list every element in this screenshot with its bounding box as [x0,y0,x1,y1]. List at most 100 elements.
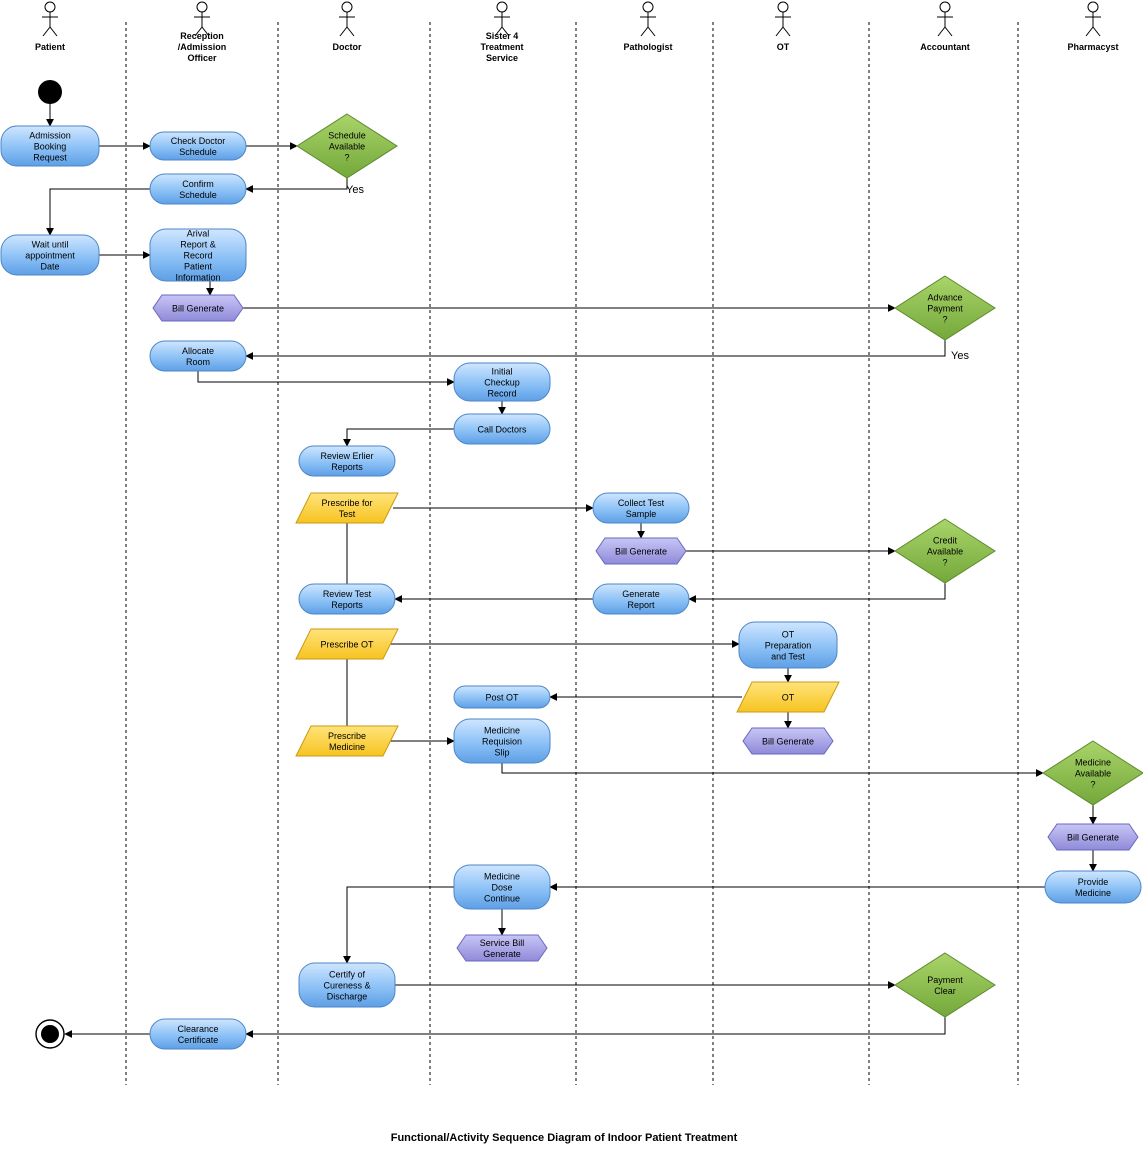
node-bill-gen-1: Bill Generate [152,294,244,322]
edge-label-schedule-yes: Yes [346,184,364,196]
lane-pathologist: Pathologist [624,1,673,52]
node-label: Bill Generate [762,737,814,747]
actor-icon [1085,1,1101,37]
node-prescribe-ot: Prescribe OT [295,628,399,660]
connector-arrow [245,340,946,360]
node-label: OT [782,693,795,703]
lane-label: Accountant [920,42,970,52]
node-label: Post OT [485,693,519,703]
lane-label: Doctor [333,42,362,52]
node-label: Prescribe OT [320,640,374,650]
actor-icon [494,1,510,37]
edge-label-advance-yes: Yes [951,350,969,362]
lane-label: OT [777,42,790,52]
connector-arrow [343,428,454,447]
connector-arrow [245,1017,946,1038]
node-bill-gen-2: Bill Generate [595,537,687,565]
start-node-icon [38,80,62,104]
actor-icon [640,1,656,37]
connector-arrow [46,188,150,236]
lane-pharmacyst: Pharmacyst [1067,1,1119,52]
connector-arrow [197,371,455,386]
node-post-ot: Post OT [453,685,551,709]
node-bill-gen-4: Bill Generate [1047,823,1139,851]
node-call-doctors: Call Doctors [453,413,551,445]
actor-icon [339,1,355,37]
end-node-icon [41,1025,59,1043]
diagram-title: Functional/Activity Sequence Diagram of … [391,1132,738,1144]
lane-patient: Patient [35,1,65,52]
connector-arrow [501,763,1044,777]
actor-icon [194,1,210,37]
lane-label: Pharmacyst [1067,42,1118,52]
lane-doctor: Doctor [333,1,362,52]
lane-ot: OT [775,1,791,52]
node-label: Bill Generate [1067,833,1119,843]
lane-label: Pathologist [624,42,673,52]
actor-icon [42,1,58,37]
node-end [35,1019,65,1049]
node-ot-io: OT [736,681,840,713]
node-start [38,80,62,104]
node-label: Bill Generate [615,547,667,557]
node-label: Call Doctors [477,425,527,435]
connector-arrow [688,583,946,603]
actor-icon [775,1,791,37]
connector-arrow [343,886,454,964]
connector-arrow [245,178,348,193]
lane-label: Patient [35,42,65,52]
lane-accountant: Accountant [920,1,970,52]
